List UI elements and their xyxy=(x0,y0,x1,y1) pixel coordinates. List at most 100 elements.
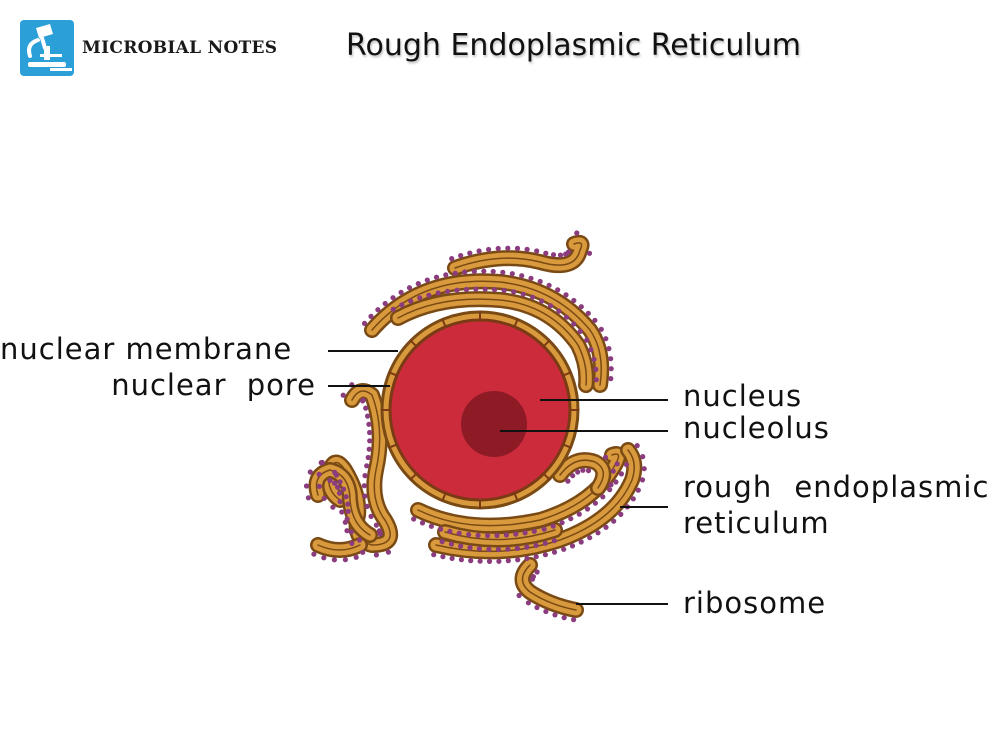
label-nuclear-membrane: nuclear membrane xyxy=(0,332,293,366)
ribosome-dot xyxy=(316,483,322,489)
ribosome-dot xyxy=(561,546,567,552)
ribosome-dot xyxy=(593,366,599,372)
nuclear-pore xyxy=(388,443,399,449)
er-lumen xyxy=(444,529,556,541)
ribosome-dot xyxy=(524,544,530,550)
nuclear-pore xyxy=(441,318,447,329)
ribosome-dot xyxy=(519,273,525,279)
ribosome-dot xyxy=(574,230,580,236)
ribosome-dot xyxy=(588,347,594,353)
ribosome-dot xyxy=(520,291,526,297)
ribosome-dot xyxy=(543,608,549,615)
ribosome-dot xyxy=(565,249,572,255)
ribosome-dot xyxy=(443,272,449,278)
ribosome-dot xyxy=(419,520,426,526)
ribosome-dot xyxy=(623,462,630,468)
ribosome-dot xyxy=(592,317,598,323)
ribosome-dot xyxy=(603,336,609,342)
ribosome-dot xyxy=(634,443,640,449)
ribosome-dot xyxy=(500,269,506,275)
ribosome-dot xyxy=(361,320,368,326)
ribosome-dot xyxy=(463,286,469,293)
ribosome-dot xyxy=(578,539,584,545)
ribosome-dot xyxy=(390,306,396,312)
ribosome-dot xyxy=(366,421,372,427)
ribosome-dot xyxy=(575,469,581,475)
ribosome-dot xyxy=(505,245,511,251)
ribosome-dot xyxy=(618,471,625,477)
label-nucleolus: nucleolus xyxy=(683,411,830,445)
ribosome-dot xyxy=(368,313,374,319)
nuclear-pore xyxy=(409,339,418,348)
ribosome-dot xyxy=(639,477,646,483)
ribosome-dot xyxy=(513,531,519,537)
ribosome-dot xyxy=(613,479,619,485)
ribosome-dot xyxy=(336,490,343,496)
nuclear-pore xyxy=(561,443,572,449)
ribosome-dot xyxy=(467,250,473,256)
ribosome-dot xyxy=(365,454,371,461)
ribosome-dot xyxy=(606,346,612,352)
ribosome-dot xyxy=(486,558,493,565)
nuclear-pore xyxy=(542,339,551,348)
ribosome-dot xyxy=(524,246,530,252)
ribosome-dot xyxy=(568,516,574,522)
ribosome-dot xyxy=(556,308,562,314)
ribosome-dot xyxy=(529,576,536,582)
ribosome-dot xyxy=(411,516,417,522)
nuclear-pore xyxy=(542,472,551,481)
ribosome-dot xyxy=(458,557,464,563)
ribosome-dot xyxy=(578,304,584,310)
ribosome-dot xyxy=(584,506,591,512)
ribosome-dot xyxy=(533,542,539,549)
ribosome-dot xyxy=(458,543,464,549)
ribosome-dot xyxy=(494,532,500,539)
ribosome-dot xyxy=(417,295,423,301)
ribosome-dot xyxy=(330,504,336,510)
microscope-icon xyxy=(20,20,74,76)
ribosome-dot xyxy=(514,545,521,552)
ribosome-dot xyxy=(447,528,453,535)
ribosome-dot xyxy=(382,300,388,307)
er-lumen xyxy=(559,459,604,489)
ribosome-dot xyxy=(608,366,614,372)
ribosome-dot xyxy=(456,530,462,536)
ribosome-dot xyxy=(593,377,599,383)
ribosome-dot xyxy=(353,554,359,560)
ribosome-dot xyxy=(531,528,537,534)
ribosome-dot xyxy=(610,468,616,474)
ribosome-dot xyxy=(466,531,472,538)
ribosome-dot xyxy=(364,463,370,469)
ribosome-dot xyxy=(571,321,577,327)
ribosome-dot xyxy=(552,612,558,618)
ribosome-dot xyxy=(571,297,577,304)
nuclear-pore xyxy=(409,472,418,481)
ribosome-dot xyxy=(433,274,440,280)
ribosome-dot xyxy=(424,277,430,283)
er-lumen xyxy=(317,544,361,551)
leader-lines xyxy=(328,350,668,605)
ribosome-dot xyxy=(473,286,479,292)
nuclear-pores xyxy=(381,311,579,509)
ribosome-dot xyxy=(598,326,604,332)
ribosome-dot xyxy=(530,294,536,300)
ribosome-dot xyxy=(551,538,558,544)
ribosome-dot xyxy=(362,473,368,479)
label-ribosome: ribosome xyxy=(683,586,827,620)
ribosome-dot xyxy=(602,454,609,460)
ribosome-dot xyxy=(343,494,349,500)
ribosome-dot xyxy=(516,592,522,599)
ribosome-dot xyxy=(335,484,341,490)
ribosome-dot xyxy=(337,479,343,485)
ribosome-dot xyxy=(640,454,646,460)
er-lumen xyxy=(521,564,577,611)
ribosome-dot xyxy=(505,546,511,552)
ribosome-dot xyxy=(367,438,373,444)
ribosome-dot xyxy=(368,513,374,520)
ribosome-dot xyxy=(373,522,379,528)
ribosome-dot xyxy=(492,287,498,293)
ribosome-dot xyxy=(563,292,569,298)
ribosome-dot xyxy=(586,250,593,256)
ribosome-dot xyxy=(542,552,549,558)
ribosome-dot xyxy=(366,446,372,452)
